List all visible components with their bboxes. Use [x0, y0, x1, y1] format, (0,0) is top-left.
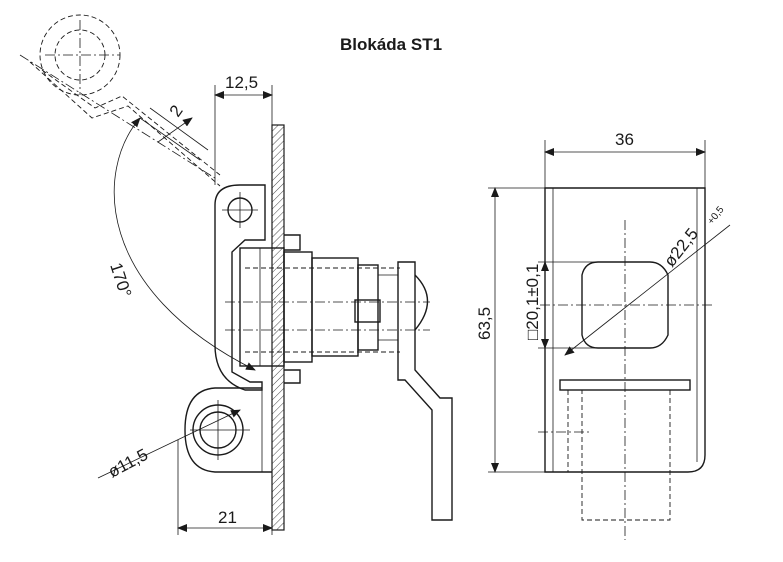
hole-dia-dimension: ø11,5 — [97, 409, 241, 482]
width-bottom-dimension: 21 — [177, 440, 273, 535]
angle-label: 170° — [106, 260, 135, 299]
height-right-label: 63,5 — [475, 307, 494, 340]
mounting-plate-section — [271, 124, 285, 531]
upper-bracket — [214, 184, 266, 391]
width-bottom-label: 21 — [218, 508, 237, 527]
width-right-label: 36 — [615, 130, 634, 149]
square-label: □20,1±0,1 — [523, 264, 542, 340]
hole-dia-label: ø11,5 — [105, 445, 151, 482]
drawing-title: Blokáda ST1 — [340, 35, 442, 54]
square-bore: □20,1±0,1 — [523, 220, 715, 540]
width-right-dimension: 36 — [544, 130, 706, 190]
bore-tol-label: +0,5 — [706, 204, 727, 227]
lock-cylinder — [225, 234, 430, 384]
lower-bracket — [184, 387, 272, 473]
rotated-latch-phantom — [19, 14, 221, 187]
width-top-label: 12,5 — [225, 73, 258, 92]
latch-arm — [378, 261, 453, 521]
thickness-label: 2 — [166, 102, 187, 121]
thickness-dimension: 2 — [139, 102, 209, 161]
height-right-dimension: 63,5 — [475, 187, 548, 473]
width-top-dimension: 12,5 — [214, 73, 273, 185]
